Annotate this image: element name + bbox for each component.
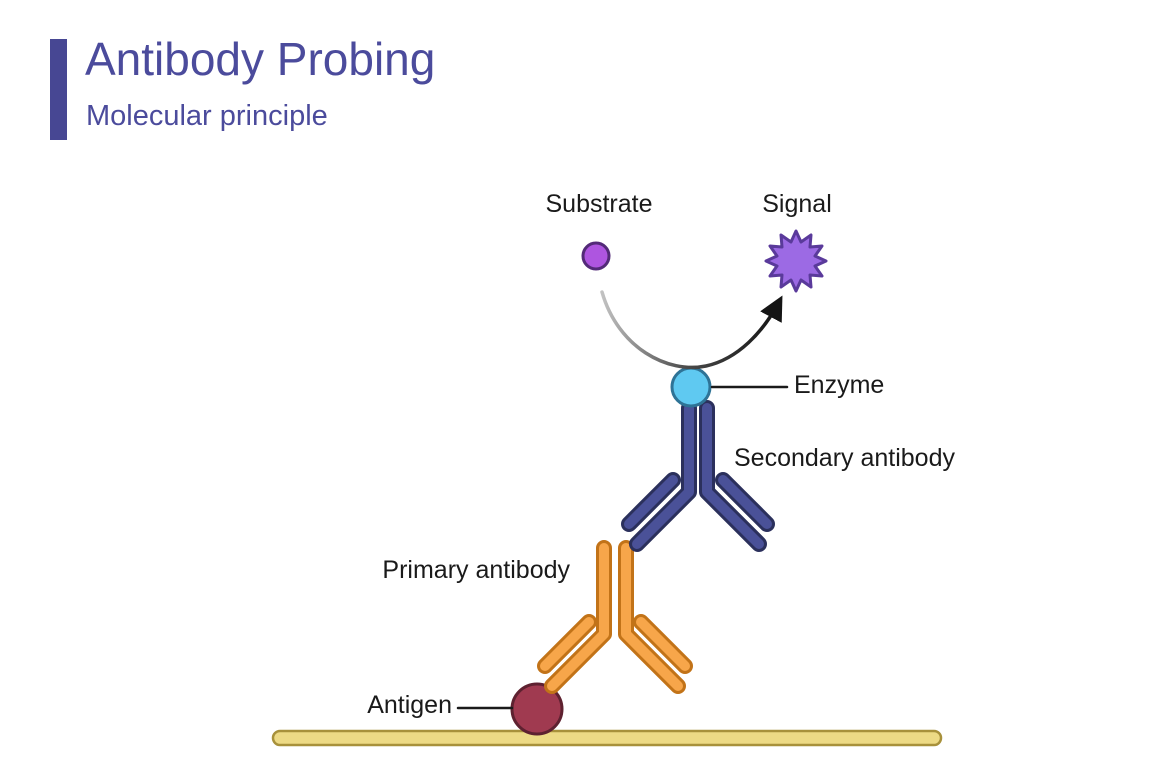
substrate-label: Substrate	[545, 190, 653, 218]
figure-title: Antibody Probing	[85, 33, 436, 85]
antigen-label: Antigen	[367, 691, 452, 719]
signal-burst	[764, 229, 828, 293]
title-accent-bar	[50, 39, 67, 140]
primary-antibody-shape	[537, 540, 693, 694]
enzyme-label: Enzyme	[794, 371, 885, 399]
secondary-antibody-label: Secondary antibody	[734, 444, 955, 472]
substrate-dot	[581, 241, 611, 271]
primary-antibody-label: Primary antibody	[382, 556, 570, 584]
membrane-strip	[271, 729, 943, 747]
signal-label: Signal	[762, 190, 832, 218]
enzyme-dot	[670, 366, 712, 408]
figure-subtitle: Molecular principle	[86, 100, 328, 132]
reaction-arrow	[600, 290, 783, 370]
secondary-antibody-shape	[621, 400, 775, 552]
